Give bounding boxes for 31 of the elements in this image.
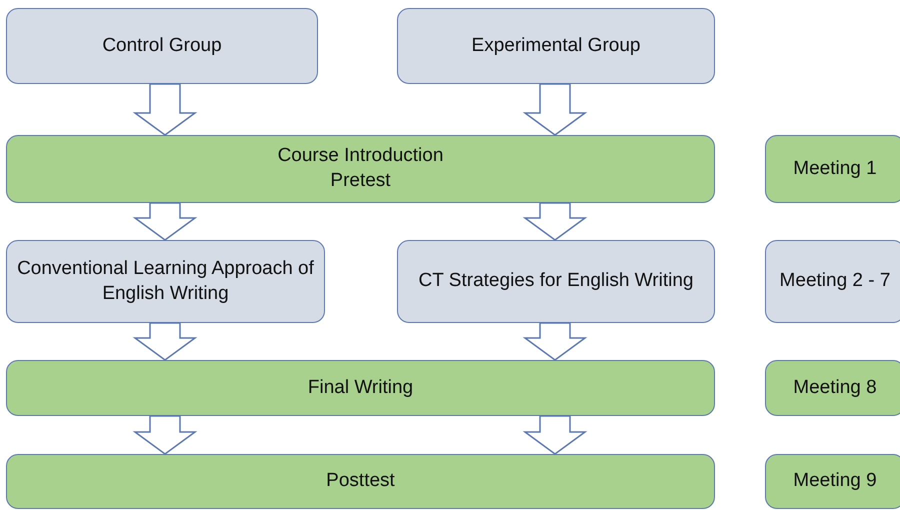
- stage-box: [6, 360, 715, 416]
- stage-box: [6, 135, 715, 203]
- block-arrow: [132, 83, 198, 136]
- group-box: [6, 8, 318, 84]
- block-arrow: [522, 415, 588, 455]
- group-box: [6, 240, 325, 323]
- group-box: [765, 240, 900, 323]
- box-label: Course Introduction: [278, 144, 444, 168]
- block-arrow: [132, 202, 198, 241]
- block-arrow: [132, 415, 198, 455]
- block-arrow: [522, 202, 588, 241]
- box-label: Posttest: [326, 469, 395, 494]
- box-label: Conventional Learning Approach of English Writing: [17, 256, 314, 306]
- stage-box: [765, 135, 900, 203]
- box-label: Meeting 9: [793, 469, 877, 494]
- box-label: CT Strategies for English Writing: [418, 269, 694, 294]
- group-box: [397, 8, 715, 84]
- group-box: [397, 240, 715, 323]
- block-arrow: [522, 322, 588, 361]
- box-label: Experimental Group: [472, 34, 640, 58]
- box-label: Pretest: [330, 169, 391, 193]
- box-label: Control Group: [102, 34, 222, 58]
- stage-box: [6, 454, 715, 509]
- stage-box: [765, 454, 900, 509]
- stage-box: [765, 360, 900, 416]
- block-arrow: [132, 322, 198, 361]
- box-label: Meeting 2 - 7: [780, 269, 890, 294]
- box-label: Meeting 1: [793, 156, 877, 181]
- block-arrow: [522, 83, 588, 136]
- box-label: Meeting 8: [793, 376, 877, 400]
- box-label: Final Writing: [308, 376, 414, 400]
